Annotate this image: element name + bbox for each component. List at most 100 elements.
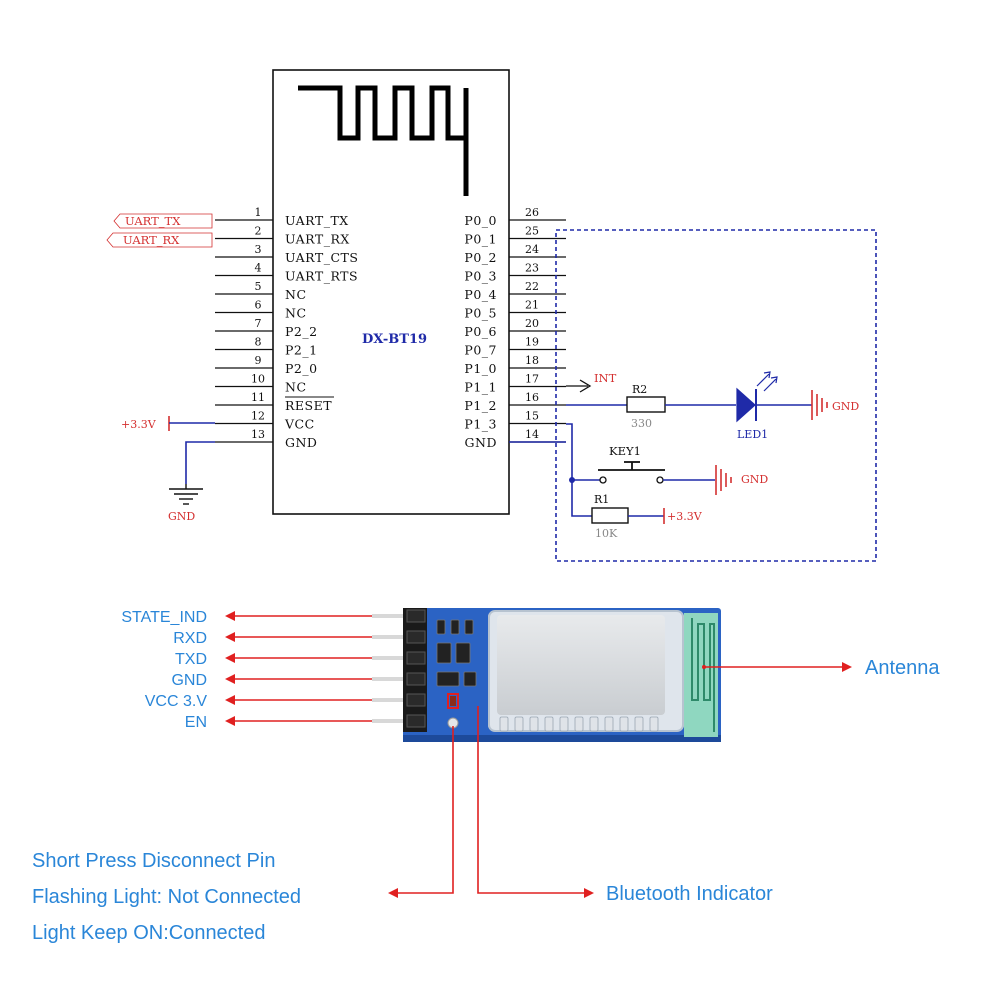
left-pin-number: 10 <box>251 373 265 386</box>
left-pin-number: 6 <box>255 299 262 312</box>
right-pin-label: P1_0 <box>464 361 497 376</box>
left-pin-number: 12 <box>251 410 265 423</box>
castellated-pad <box>619 716 629 732</box>
header-pin <box>406 672 426 686</box>
right-pin-label: P0_6 <box>464 324 497 339</box>
castellated-pad <box>649 716 659 732</box>
antenna-area <box>684 613 718 737</box>
gnd-label-left: GND <box>168 510 195 523</box>
right-pin-label: P1_1 <box>464 380 497 395</box>
key-wire-main <box>566 423 592 517</box>
pushbutton-key1 <box>598 461 665 484</box>
castellated-pad <box>574 716 584 732</box>
left-pin-number: 9 <box>255 354 262 367</box>
left-pin-label: UART_CTS <box>285 250 358 265</box>
vcc-label-left: +3.3V <box>121 418 157 431</box>
right-pin-label: GND <box>465 435 497 450</box>
right-pin-label: P0_7 <box>464 343 497 358</box>
left-pin-number: 3 <box>255 243 262 256</box>
pin-arrows <box>225 611 372 726</box>
int-label: INT <box>594 371 617 385</box>
schematic: DX-BT19 1UART_TX2UART_RX3UART_CTS4UART_R… <box>106 69 877 562</box>
right-pin-number: 18 <box>525 354 539 367</box>
left-pin-label: P2_1 <box>285 343 318 358</box>
note-short-press: Short Press Disconnect Pin <box>32 850 275 872</box>
indicator-label: Bluetooth Indicator <box>606 883 773 905</box>
ground-symbol-left <box>169 484 203 505</box>
right-pin-number: 19 <box>525 336 539 349</box>
right-pin-number: 23 <box>525 262 539 275</box>
right-pin-label: P0_2 <box>464 250 497 265</box>
junction-dot <box>569 477 575 483</box>
r1-value: 10K <box>595 527 618 540</box>
header-pin <box>406 714 426 728</box>
header-pin <box>406 693 426 707</box>
dashed-frame <box>555 229 877 562</box>
right-pin-number: 20 <box>525 317 539 330</box>
gnd-label-key: GND <box>741 473 768 486</box>
right-pin-number: 25 <box>525 225 539 238</box>
castellated-pad <box>499 716 509 732</box>
pcb-antenna-trace <box>691 618 715 732</box>
resistor-r2 <box>626 396 666 413</box>
pin-label: EN <box>185 714 207 731</box>
key-name: KEY1 <box>609 444 641 458</box>
right-pin-number: 14 <box>525 428 539 441</box>
header-pin <box>406 651 426 665</box>
left-pin-label: P2_2 <box>285 324 318 339</box>
left-pin-label: NC <box>285 380 307 395</box>
left-pin-number: 4 <box>255 262 262 275</box>
ic-shield <box>497 615 665 715</box>
castellated-pads <box>499 716 659 732</box>
r2-value: 330 <box>631 417 652 430</box>
note-flashing: Flashing Light: Not Connected <box>32 886 301 908</box>
right-pin-number: 17 <box>525 373 539 386</box>
left-pin-label: NC <box>285 306 307 321</box>
left-pin-label: GND <box>285 435 317 450</box>
castellated-pad <box>514 716 524 732</box>
left-pin-label: RESET <box>285 398 332 413</box>
left-pin-number: 13 <box>251 428 265 441</box>
net-flag-uart-tx: UART_TX <box>113 213 213 229</box>
ground-symbol-led <box>811 390 828 420</box>
castellated-pad <box>589 716 599 732</box>
chip-antenna-trace <box>298 85 469 196</box>
r1-name: R1 <box>594 493 609 506</box>
castellated-pad <box>634 716 644 732</box>
left-pin-group: 1UART_TX2UART_RX3UART_CTS4UART_RTS5NC6NC… <box>215 206 358 450</box>
board-led-indicator <box>447 693 459 709</box>
right-pin-label: P0_5 <box>464 306 497 321</box>
pin-label: STATE_IND <box>121 609 207 626</box>
r2-name: R2 <box>632 383 647 396</box>
net-label-uart-rx: UART_RX <box>123 233 180 247</box>
left-pin-label: VCC <box>284 417 315 432</box>
castellated-pad <box>529 716 539 732</box>
int-arrow <box>579 379 592 393</box>
header-pin <box>406 609 426 623</box>
header-pin <box>406 630 426 644</box>
right-pin-number: 22 <box>525 280 539 293</box>
led-name: LED1 <box>737 428 768 441</box>
net-label-uart-tx: UART_TX <box>125 214 181 228</box>
antenna-arrow-dot <box>702 665 706 669</box>
net-flag-uart-rx: UART_RX <box>106 232 213 248</box>
pin-label: RXD <box>173 630 207 647</box>
right-pin-label: P0_4 <box>464 287 497 302</box>
right-pin-number: 15 <box>525 410 539 423</box>
antenna-label: Antenna <box>865 657 940 679</box>
indicator-leader-line <box>477 706 594 898</box>
right-pin-label: P1_2 <box>464 398 497 413</box>
right-pin-number: 16 <box>525 391 539 404</box>
left-pin-number: 11 <box>251 391 265 404</box>
note-keep-on: Light Keep ON:Connected <box>32 922 266 944</box>
module-illustration <box>372 608 721 742</box>
right-pin-number: 26 <box>525 206 539 219</box>
pcb-edge <box>403 735 721 742</box>
castellated-pad <box>544 716 554 732</box>
chip-body <box>272 69 510 515</box>
left-pin-number: 5 <box>255 280 262 293</box>
castellated-pad <box>604 716 614 732</box>
header-pins <box>406 609 426 728</box>
